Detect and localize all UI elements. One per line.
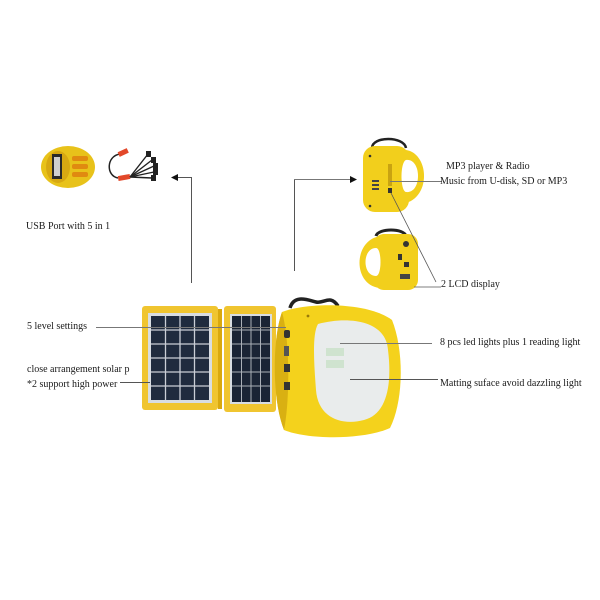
arrow-left-icon (171, 174, 178, 181)
led-lights-label: 8 pcs led lights plus 1 reading light (440, 337, 581, 348)
solar-lantern (274, 297, 401, 438)
connector-line-usb-horizontal (176, 177, 192, 178)
connector-line-led (340, 343, 432, 344)
usb-port-icon (41, 146, 95, 188)
connector-line-matting (350, 379, 438, 380)
usb-port-label: USB Port with 5 in 1 (26, 221, 111, 232)
mp3-radio-label: MP3 player & Radio (446, 161, 530, 172)
music-source-label: Music from U-disk, SD or MP3 (440, 176, 568, 187)
connector-line-level (96, 327, 286, 328)
arrow-right-icon (350, 176, 357, 183)
connector-line-usb-vertical (191, 177, 192, 283)
connector-line-mp3-vertical (294, 179, 295, 271)
connector-line-solar (120, 382, 150, 383)
usb-multi-cable-icon (108, 148, 158, 181)
connector-line-mp3-horizontal (294, 179, 350, 180)
connector-line-music (390, 181, 442, 182)
level-settings-label: 5 level settings (27, 321, 87, 332)
lcd-display-label: 2 LCD display (441, 279, 500, 290)
solar-power-label: *2 support high power (27, 379, 118, 390)
solar-panel (142, 306, 276, 412)
lantern-side-view-lcd (359, 228, 418, 290)
solar-arrangement-label: close arrangement solar p (27, 364, 130, 375)
lantern-side-view-mp3 (363, 137, 425, 212)
matting-surface-label: Matting suface avoid dazzling light (440, 378, 582, 389)
